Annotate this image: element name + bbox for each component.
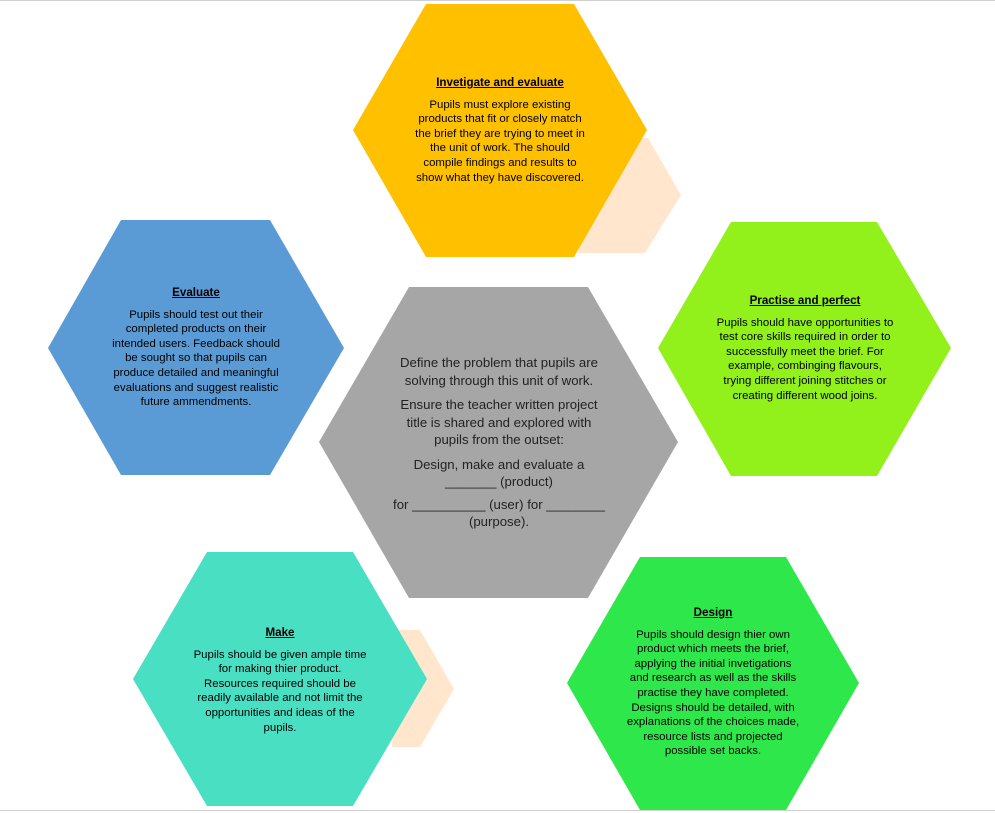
investigate-text: Invetigate and evaluate Pupils must expl… xyxy=(385,76,615,185)
make-line: readily available and not limit the xyxy=(197,692,363,705)
design-line: possible set backs. xyxy=(664,745,762,758)
hexagon-make xyxy=(133,552,427,806)
make-text: Make Pupils should be given ample time f… xyxy=(165,626,395,735)
center-paragraph-title: Ensure the teacher written project title… xyxy=(364,396,634,449)
evaluate-line: produce detailed and meaningful xyxy=(113,366,279,379)
investigate-body: Pupils must explore existing products th… xyxy=(385,98,615,186)
make-line: pupils. xyxy=(263,721,297,734)
evaluate-line: be sought so that pupils can xyxy=(125,352,267,365)
design-line: product which meets the brief, xyxy=(637,643,789,656)
center-paragraph-problem: Define the problem that pupils are solvi… xyxy=(364,354,634,389)
practise-line: trying different joining stitches or xyxy=(723,374,887,387)
make-line: opportunities and ideas of the xyxy=(205,706,355,719)
evaluate-line: evaluations and suggest realistic xyxy=(113,381,279,394)
design-body: Pupils should design thier own product w… xyxy=(598,628,828,759)
top-border xyxy=(0,0,995,1)
evaluate-line: intended users. Feedback should xyxy=(112,337,280,350)
center-line: pupils from the outset: xyxy=(434,432,564,447)
center-text: Define the problem that pupils are solvi… xyxy=(364,354,634,538)
center-line: _______ (product) xyxy=(445,474,553,489)
practise-line: example, combinging flavours, xyxy=(728,360,882,373)
practise-body: Pupils should have opportunities to test… xyxy=(690,316,920,404)
design-line: resource lists and projected xyxy=(643,730,783,743)
make-line: for making thier product. xyxy=(218,663,342,676)
evaluate-line: Pupils should test out their xyxy=(129,308,263,321)
bottom-border xyxy=(0,810,995,811)
hexagon-investigate xyxy=(353,4,647,257)
design-title: Design xyxy=(693,606,733,619)
make-body: Pupils should be given ample time for ma… xyxy=(165,648,395,736)
design-line: and research as well as the skills xyxy=(629,672,797,685)
practise-line: creating different wood joins. xyxy=(732,389,878,402)
investigate-line: Pupils must explore existing xyxy=(429,98,571,111)
hexagon-design xyxy=(567,557,859,810)
make-line: Pupils should be given ample time xyxy=(193,648,367,661)
evaluate-line: completed products on their xyxy=(125,323,267,336)
investigate-line: the unit of work. The should xyxy=(430,142,570,155)
design-line: applying the initial invetigations xyxy=(634,657,792,670)
practise-line: test core skills required in order to xyxy=(719,331,891,344)
center-line: title is shared and explored with xyxy=(406,414,592,430)
evaluate-body: Pupils should test out their completed p… xyxy=(81,308,311,410)
hexagon-center xyxy=(319,287,678,598)
investigate-line: compile findings and results to xyxy=(423,156,577,169)
investigate-title: Invetigate and evaluate xyxy=(436,76,564,89)
investigate-line: the brief they are trying to meet in xyxy=(415,127,585,140)
practise-line: Pupils should have opportunities to xyxy=(716,316,894,329)
practise-text: Practise and perfect Pupils should have … xyxy=(690,294,920,403)
practise-title: Practise and perfect xyxy=(749,294,861,307)
design-line: explanations of the choices made, xyxy=(626,716,800,729)
center-line: solving through this unit of work. xyxy=(404,372,594,388)
center-line: Design, make and evaluate a xyxy=(413,456,585,472)
evaluate-title: Evaluate xyxy=(172,286,220,299)
make-line: Resources required should be xyxy=(204,677,356,690)
center-line: (purpose). xyxy=(468,514,530,529)
center-line: Define the problem that pupils are xyxy=(400,355,598,370)
practise-line: successfully meet the brief. For xyxy=(726,345,884,358)
hexagon-practise xyxy=(658,222,951,476)
make-title: Make xyxy=(265,626,295,639)
design-line: Pupils should design thier own xyxy=(636,628,790,641)
investigate-line: products that fit or closely match xyxy=(418,113,582,126)
design-text: Design Pupils should design thier own pr… xyxy=(598,606,828,759)
center-line: for __________ (user) for ________ xyxy=(393,496,605,512)
investigate-line: show what they have discovered. xyxy=(416,171,584,184)
center-line: Ensure the teacher written project xyxy=(400,397,598,412)
design-line: practise they have completed. xyxy=(637,686,789,699)
evaluate-line: future ammendments. xyxy=(140,396,252,409)
evaluate-text: Evaluate Pupils should test out their co… xyxy=(81,286,311,410)
hexagon-evaluate xyxy=(48,220,344,475)
design-line: Designs should be detailed, with xyxy=(631,701,795,714)
center-paragraph-template: Design, make and evaluate a _______ (pro… xyxy=(364,456,634,531)
